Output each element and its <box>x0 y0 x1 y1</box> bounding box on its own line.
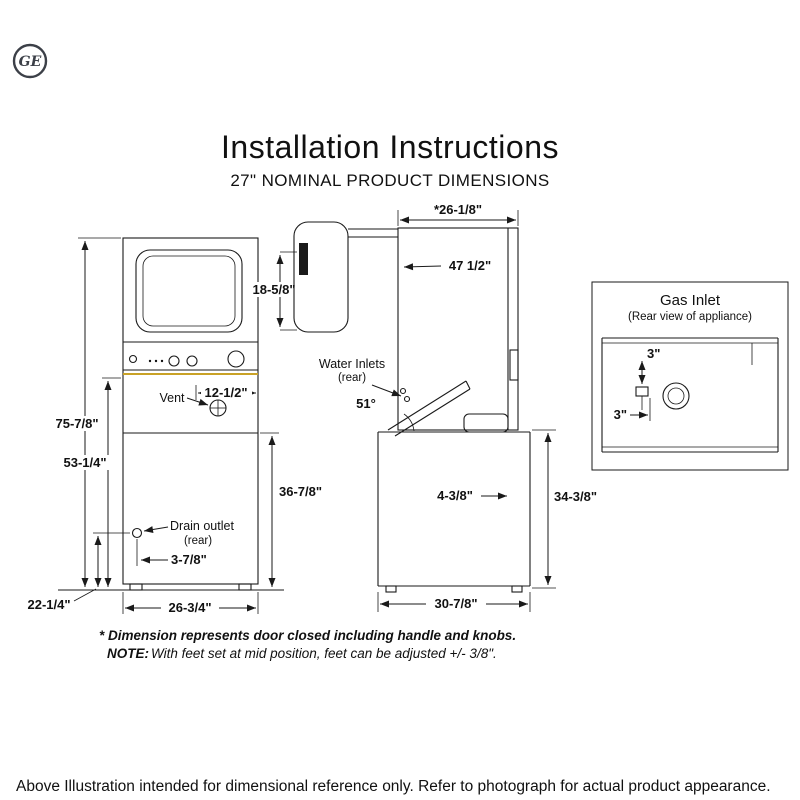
dryer-window-inner <box>142 255 236 327</box>
front-view-dimensions: 75-7/8" 53-1/4" 22-1/4" 26-3/4" 12-1/2" … <box>27 237 322 615</box>
drain-circle <box>131 527 143 539</box>
dim-door-open: 18-5/8" <box>252 282 295 297</box>
gas-inlet-subtitle: (Rear view of appliance) <box>628 311 752 323</box>
note-text: With feet set at mid position, feet can … <box>151 646 497 661</box>
gas-dim-side: 3" <box>614 407 627 422</box>
water-inlet-nub <box>399 387 407 395</box>
control-knob <box>128 354 138 364</box>
dim-drain-offset: 3-7/8" <box>171 552 207 567</box>
footnote-adjust: NOTE:With feet set at mid position, feet… <box>107 646 497 661</box>
lid-lock <box>463 413 509 433</box>
control-knob <box>227 350 245 368</box>
dim-depth-top: *26-1/8" <box>434 202 482 217</box>
dim-height-total: 75-7/8" <box>55 416 98 431</box>
drain-outlet-sub: (rear) <box>184 535 212 547</box>
dim-washer-front-height: 36-7/8" <box>279 484 322 499</box>
dryer-window <box>135 249 243 333</box>
dim-door-height: 47 1/2" <box>449 258 491 273</box>
gas-inlet-title: Gas Inlet <box>660 292 721 309</box>
water-inlet-nub <box>403 395 411 403</box>
ge-logo-monogram: GE <box>19 54 42 70</box>
logo-circle <box>12 43 48 79</box>
dryer-side-body <box>397 227 519 431</box>
side-view-dimensions: *26-1/8" 47 1/2" Water Inlets (rear) 51°… <box>319 202 597 612</box>
dim-lid-offset: 4-3/8" <box>437 488 473 503</box>
foot-right <box>511 585 523 593</box>
note-label: NOTE: <box>107 646 149 661</box>
open-lid <box>387 380 467 431</box>
angle-arc <box>403 413 415 432</box>
control-knob <box>186 355 198 367</box>
gas-pipe-circle <box>662 382 690 410</box>
dryer-door-open <box>293 221 349 333</box>
side-view <box>293 221 531 593</box>
disclaimer-text: Above Illustration intended for dimensio… <box>16 778 771 795</box>
gas-pipe-fitting <box>635 386 649 397</box>
page-subtitle: 27" NOMINAL PRODUCT DIMENSIONS <box>230 171 550 190</box>
lid-angle-label: 51° <box>356 396 376 411</box>
foot-left <box>385 585 397 593</box>
ge-logo: GE <box>12 43 48 79</box>
unit-outline <box>122 237 259 585</box>
vent-label: Vent <box>159 391 185 405</box>
dim-width-front: 26-3/4" <box>168 600 211 615</box>
footnote-dimension: * Dimension represents door closed inclu… <box>99 628 517 643</box>
water-inlets-label: Water Inlets <box>319 357 385 371</box>
detail-box <box>591 281 789 471</box>
front-view <box>58 237 284 591</box>
water-inlets-sub: (rear) <box>338 372 366 384</box>
foot-right <box>238 583 252 591</box>
rear-bracket <box>509 349 519 381</box>
page-title: Installation Instructions <box>221 129 559 165</box>
dim-depth-bottom: 30-7/8" <box>434 596 477 611</box>
foot-left <box>129 583 143 591</box>
drain-outlet-label: Drain outlet <box>170 519 234 533</box>
dim-drain-height: 22-1/4" <box>27 597 70 612</box>
door-handle <box>299 243 308 275</box>
control-knob <box>168 355 180 367</box>
gas-inlet-detail: Gas Inlet (Rear view of appliance) 3" 3" <box>591 281 789 471</box>
gas-dim-top: 3" <box>647 346 660 361</box>
dim-vent-offset: 12-1/2" <box>204 385 247 400</box>
dim-washer-side-height: 34-3/8" <box>554 489 597 504</box>
dim-control-height: 53-1/4" <box>63 455 106 470</box>
